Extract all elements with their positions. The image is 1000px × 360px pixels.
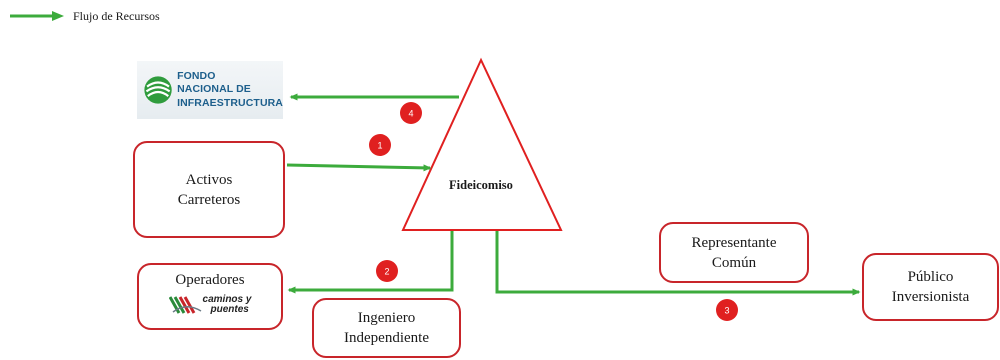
fondo-swirl-icon bbox=[144, 76, 172, 104]
publico-line-1: Público bbox=[907, 269, 954, 285]
activos-line-2: Carreteros bbox=[177, 191, 241, 208]
fondo-line-3: INFRAESTRUCTURA bbox=[177, 96, 283, 109]
caminos-y-puentes-logo: caminos y puentes bbox=[168, 294, 252, 316]
svg-text:4: 4 bbox=[408, 109, 413, 119]
operadores-label: Operadores bbox=[175, 272, 245, 288]
fideicomiso-triangle bbox=[401, 57, 563, 231]
representante-comun-box: Representante Común bbox=[659, 222, 809, 283]
fondo-logo-text: FONDO NACIONAL DE INFRAESTRUCTURA bbox=[177, 70, 283, 111]
fondo-line-2: NACIONAL DE bbox=[177, 83, 251, 96]
step-badge-3: 3 bbox=[716, 299, 738, 321]
caminos-line-2: puentes bbox=[210, 304, 249, 315]
publico-inversionista-box: Público Inversionista bbox=[862, 253, 999, 321]
svg-text:1: 1 bbox=[377, 141, 382, 151]
representante-line-2: Común bbox=[711, 254, 757, 271]
step-badge-1: 1 bbox=[369, 134, 391, 156]
step-badge-2: 2 bbox=[376, 260, 398, 282]
step-badge-4: 4 bbox=[400, 102, 422, 124]
fideicomiso-label: Fideicomiso bbox=[449, 178, 513, 192]
ingeniero-line-1: Ingeniero bbox=[357, 310, 416, 326]
fondo-nacional-logo: FONDO NACIONAL DE INFRAESTRUCTURA bbox=[137, 61, 283, 119]
ingeniero-independiente-box: Ingeniero Independiente bbox=[312, 298, 461, 358]
caminos-logo-text: caminos y puentes bbox=[203, 295, 252, 315]
svg-text:2: 2 bbox=[384, 267, 389, 277]
fondo-line-1: FONDO bbox=[177, 69, 216, 82]
flow-arrow-to-publico bbox=[495, 231, 861, 296]
legend-label: Flujo de Recursos bbox=[73, 9, 160, 23]
flow-arrow-to-operadores bbox=[287, 231, 454, 294]
operadores-box: Operadores caminos y puentes bbox=[137, 263, 283, 330]
representante-line-1: Representante bbox=[691, 234, 777, 251]
legend-arrow-icon bbox=[10, 11, 64, 21]
ingeniero-line-2: Independiente bbox=[344, 330, 429, 346]
caminos-puentes-icon bbox=[168, 296, 201, 314]
activos-carreteros-box: Activos Carreteros bbox=[133, 141, 285, 238]
svg-text:3: 3 bbox=[724, 306, 729, 316]
flow-arrow-from-activos bbox=[286, 163, 432, 172]
activos-line-1: Activos bbox=[185, 171, 233, 188]
caminos-line-1: caminos y bbox=[202, 294, 252, 305]
publico-line-2: Inversionista bbox=[891, 289, 970, 305]
